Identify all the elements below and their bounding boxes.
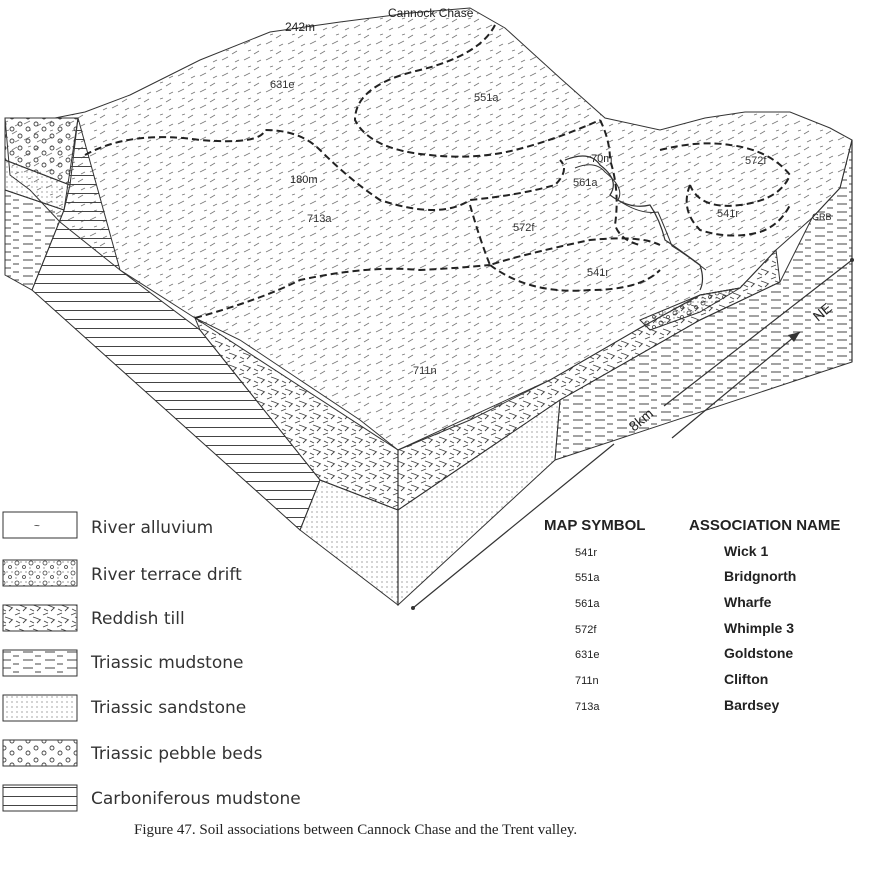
legend-swatch-carboniferous bbox=[2, 784, 78, 812]
boundary-572f-mid bbox=[469, 204, 661, 267]
alluvium-tilde-icon: ~ bbox=[34, 521, 40, 532]
table-cell-name: Wharfe bbox=[724, 594, 772, 610]
label-elev-70: 70m bbox=[591, 153, 612, 165]
legend-swatch-drift bbox=[2, 559, 78, 587]
label-cannock-chase: Cannock Chase bbox=[388, 6, 474, 20]
front-face-mudstone bbox=[554, 139, 853, 461]
figure-caption: Figure 47. Soil associations between Can… bbox=[134, 822, 577, 838]
table-header-name: ASSOCIATION NAME bbox=[689, 517, 840, 534]
map-symbol-572f-right: 572f bbox=[745, 155, 767, 167]
front-edge bbox=[397, 140, 853, 605]
map-symbol-551a: 551a bbox=[474, 92, 499, 104]
map-symbol-711n: 711n bbox=[413, 365, 437, 377]
legend-label: Carboniferous mudstone bbox=[91, 789, 301, 809]
legend-label: Triassic sandstone bbox=[90, 698, 246, 718]
table-cell-symbol: 541r bbox=[575, 547, 597, 559]
boundary-561a bbox=[599, 119, 641, 246]
legend-swatch-mudstone bbox=[2, 649, 78, 677]
north-arrow-head bbox=[788, 332, 800, 342]
table-cell-name: Bardsey bbox=[724, 697, 779, 713]
north-arrow bbox=[671, 331, 801, 439]
table-cell-name: Wick 1 bbox=[724, 543, 768, 559]
map-symbol-572f-mid: 572f bbox=[513, 222, 535, 234]
table-cell-symbol: 631e bbox=[575, 649, 599, 661]
legend-swatch-till bbox=[2, 604, 78, 632]
table-cell-symbol: 561a bbox=[575, 598, 600, 610]
legend-label: Reddish till bbox=[91, 609, 185, 629]
table-cell-name: Clifton bbox=[724, 671, 768, 687]
table-cell-symbol: 551a bbox=[575, 572, 600, 584]
terrace-drift bbox=[639, 287, 741, 331]
legend-label: River terrace drift bbox=[91, 565, 242, 585]
label-elev-242: 242m bbox=[285, 20, 315, 34]
river-bank bbox=[574, 164, 707, 271]
table-cell-name: Bridgnorth bbox=[724, 568, 796, 584]
table-cell-symbol: 711n bbox=[575, 675, 599, 687]
label-grb: GRB bbox=[812, 212, 832, 222]
table-cell-name: Goldstone bbox=[724, 645, 793, 661]
boundary-713a-711n bbox=[194, 264, 491, 319]
map-symbol-631e: 631e bbox=[270, 79, 294, 91]
boundary-631e-713a bbox=[84, 128, 565, 211]
scale-bar-upper bbox=[663, 259, 853, 407]
scale-bar-lower bbox=[412, 443, 615, 609]
map-symbol-541r-right: 541r bbox=[717, 208, 739, 220]
legend-label: Triassic pebble beds bbox=[90, 744, 263, 764]
association-table: MAP SYMBOL ASSOCIATION NAME 541r Wick 1 … bbox=[544, 517, 840, 713]
legend-swatch-sandstone bbox=[2, 694, 78, 722]
table-cell-symbol: 713a bbox=[575, 701, 600, 713]
boundary-541r-mid bbox=[489, 264, 661, 292]
map-symbol-541r-mid: 541r bbox=[587, 267, 609, 279]
scale-bar-start-dot bbox=[850, 258, 854, 262]
legend-label: River alluvium bbox=[91, 518, 213, 538]
legend-swatch-alluvium bbox=[2, 511, 78, 539]
legend-swatch-pebble bbox=[2, 739, 78, 767]
legend-label: Triassic mudstone bbox=[90, 653, 244, 673]
table-cell-name: Whimple 3 bbox=[724, 620, 794, 636]
map-symbol-561a: 561a bbox=[573, 177, 598, 189]
boundary-551a bbox=[353, 24, 601, 158]
map-symbol-713a: 713a bbox=[307, 213, 332, 225]
table-header-symbol: MAP SYMBOL bbox=[544, 517, 645, 534]
label-elev-180: 180m bbox=[290, 174, 318, 186]
legend: ~ River alluvium River terrace drift Red… bbox=[2, 511, 301, 812]
table-cell-symbol: 572f bbox=[575, 624, 597, 636]
scale-bar-end-dot bbox=[411, 606, 415, 610]
boundary-541r-right bbox=[685, 184, 791, 237]
boundary-572f-right bbox=[659, 142, 792, 207]
